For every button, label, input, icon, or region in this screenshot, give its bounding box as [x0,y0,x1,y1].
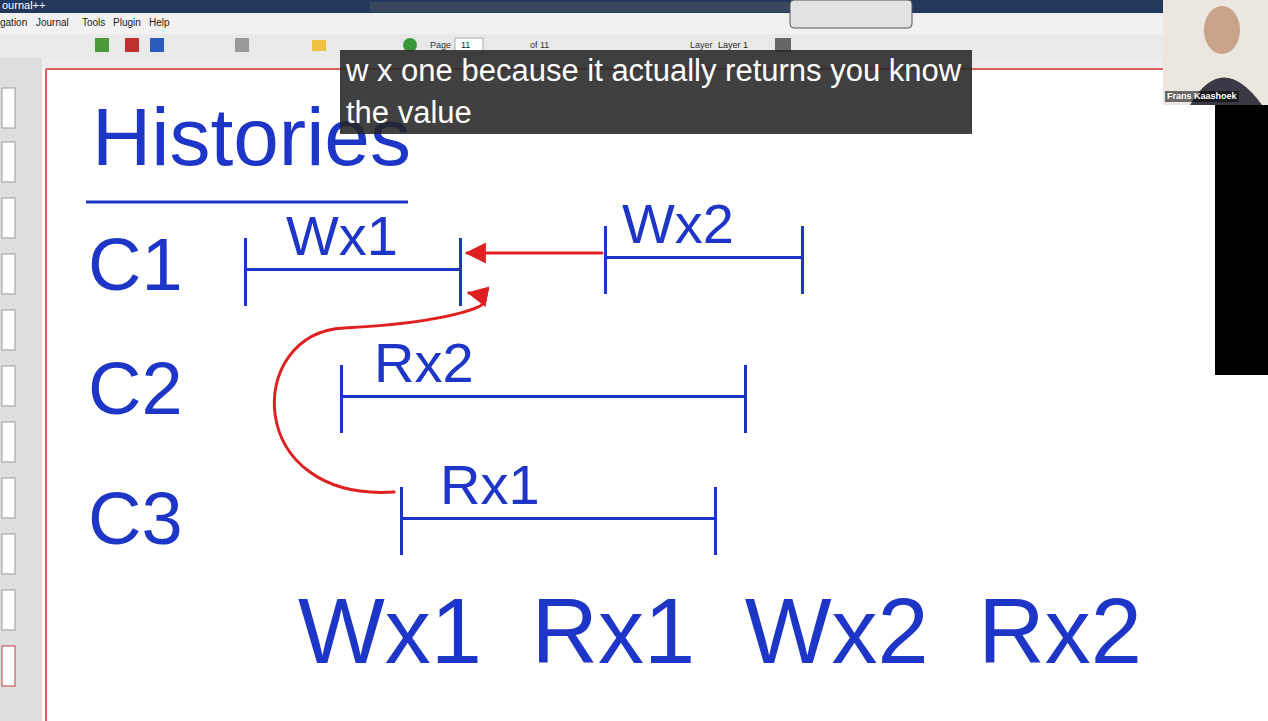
interval-bar: Rx2 [342,335,745,398]
title-bar [0,0,1268,13]
interval-tick [744,365,747,433]
webcam-face [1204,6,1240,54]
tool-icon [150,38,164,52]
window-title: ournal++ [2,0,45,11]
page-thumbnails [2,88,15,686]
page-border [45,69,47,721]
page-number: 11 [461,41,470,50]
video-panel [1215,105,1268,375]
menu-item: Help [149,18,170,28]
tool-icon [235,38,249,52]
operation-label: Wx2 [622,196,734,256]
tool-icon [125,38,139,52]
subtitle-caption: w x one because it actually returns you … [340,50,972,134]
interval-tick [714,487,717,555]
tool-icon [95,38,109,52]
operation-label: Wx1 [286,208,398,268]
operation-label: Rx1 [440,457,540,517]
interval-tick [244,238,247,306]
interval-tick [459,238,462,306]
participant-name: Frans Kaashoek [1165,91,1239,102]
interval-tick [801,226,804,294]
order-arrow [467,252,602,255]
menu-item: gation [0,18,27,28]
interval-bar: Rx1 [402,457,715,520]
client-label: C1 [88,228,183,302]
menu-bar [0,13,1268,34]
video-tile [790,0,912,28]
page-sidebar [0,58,42,721]
menu-item: Plugin [113,18,141,28]
toolbar-label: Layer [690,41,713,50]
tool-icon [312,40,326,51]
webcam-view [1163,0,1268,105]
toolbar-label: Page [430,41,451,50]
interval-tick [604,226,607,294]
layer-name: Layer 1 [718,41,748,50]
client-label: C3 [88,482,183,556]
title-hatch [370,2,790,12]
interval-tick [400,487,403,555]
interval-bar: Wx1 [246,208,460,271]
title-underline [86,201,408,204]
menu-item: Tools [82,18,105,28]
interval-tick [340,365,343,433]
toolbar-label: of 11 [530,41,549,50]
operation-label: Rx2 [374,335,474,395]
interval-bar: Wx2 [606,196,802,259]
client-label: C2 [88,352,183,426]
menu-item: Journal [36,18,69,28]
linear-order: Wx1 Rx1 Wx2 Rx2 [298,585,1142,677]
